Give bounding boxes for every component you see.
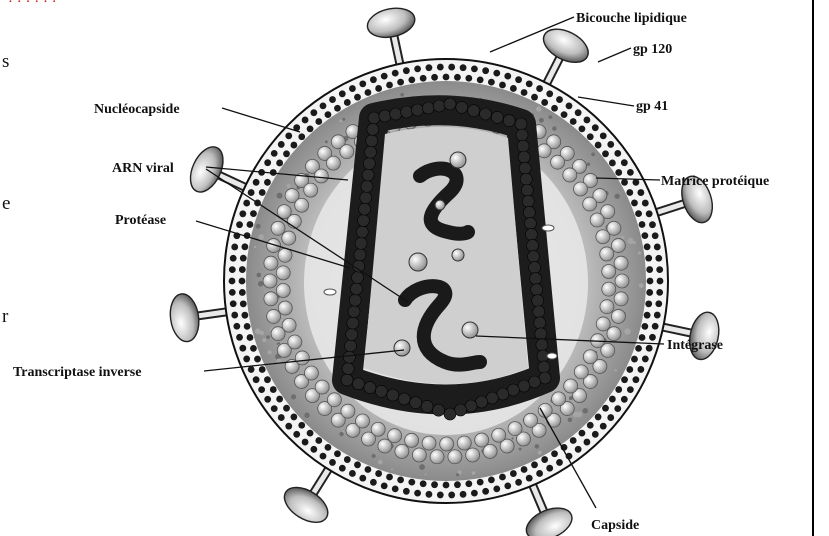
enzyme-particle [394, 340, 410, 356]
leader-gp120 [598, 48, 631, 62]
enzyme-particle [452, 249, 464, 261]
enzyme-particle [462, 322, 478, 338]
gp120-spike [365, 4, 418, 64]
label-gp120: gp 120 [633, 42, 672, 57]
matrix-inclusion [547, 353, 557, 359]
leader-gp41 [578, 97, 634, 106]
partial-header-text: · · · · · · [8, 0, 57, 10]
matrix-inclusion [542, 225, 554, 231]
label-gp41: gp 41 [636, 99, 668, 114]
matrix-inclusion [324, 289, 336, 295]
gp120-spike [663, 310, 723, 363]
leader-nucleocapside [222, 108, 300, 132]
label-integrase: Intégrase [667, 338, 723, 353]
label-bicouche-lipidique: Bicouche lipidique [576, 11, 687, 26]
gp120-spike [522, 485, 577, 536]
label-nucleocapside: Nucléocapside [94, 102, 180, 117]
partial-text-s: s [2, 51, 9, 72]
partial-text-e: e [2, 193, 10, 214]
label-arn-viral: ARN viral [112, 161, 174, 176]
gp120-spike [538, 22, 593, 83]
enzyme-particle [409, 253, 427, 271]
label-capside: Capside [591, 518, 639, 533]
partial-text-r: r [2, 306, 9, 327]
enzyme-particle [435, 200, 445, 210]
label-matrice-proteique: Matrice protéique [661, 174, 769, 189]
enzyme-particle [450, 152, 466, 168]
label-transcriptase-inverse: Transcriptase inverse [13, 365, 141, 380]
label-protease: Protéase [115, 213, 166, 228]
right-frame-border [812, 0, 814, 536]
gp120-spike [167, 292, 226, 343]
gp120-spike [278, 469, 334, 529]
